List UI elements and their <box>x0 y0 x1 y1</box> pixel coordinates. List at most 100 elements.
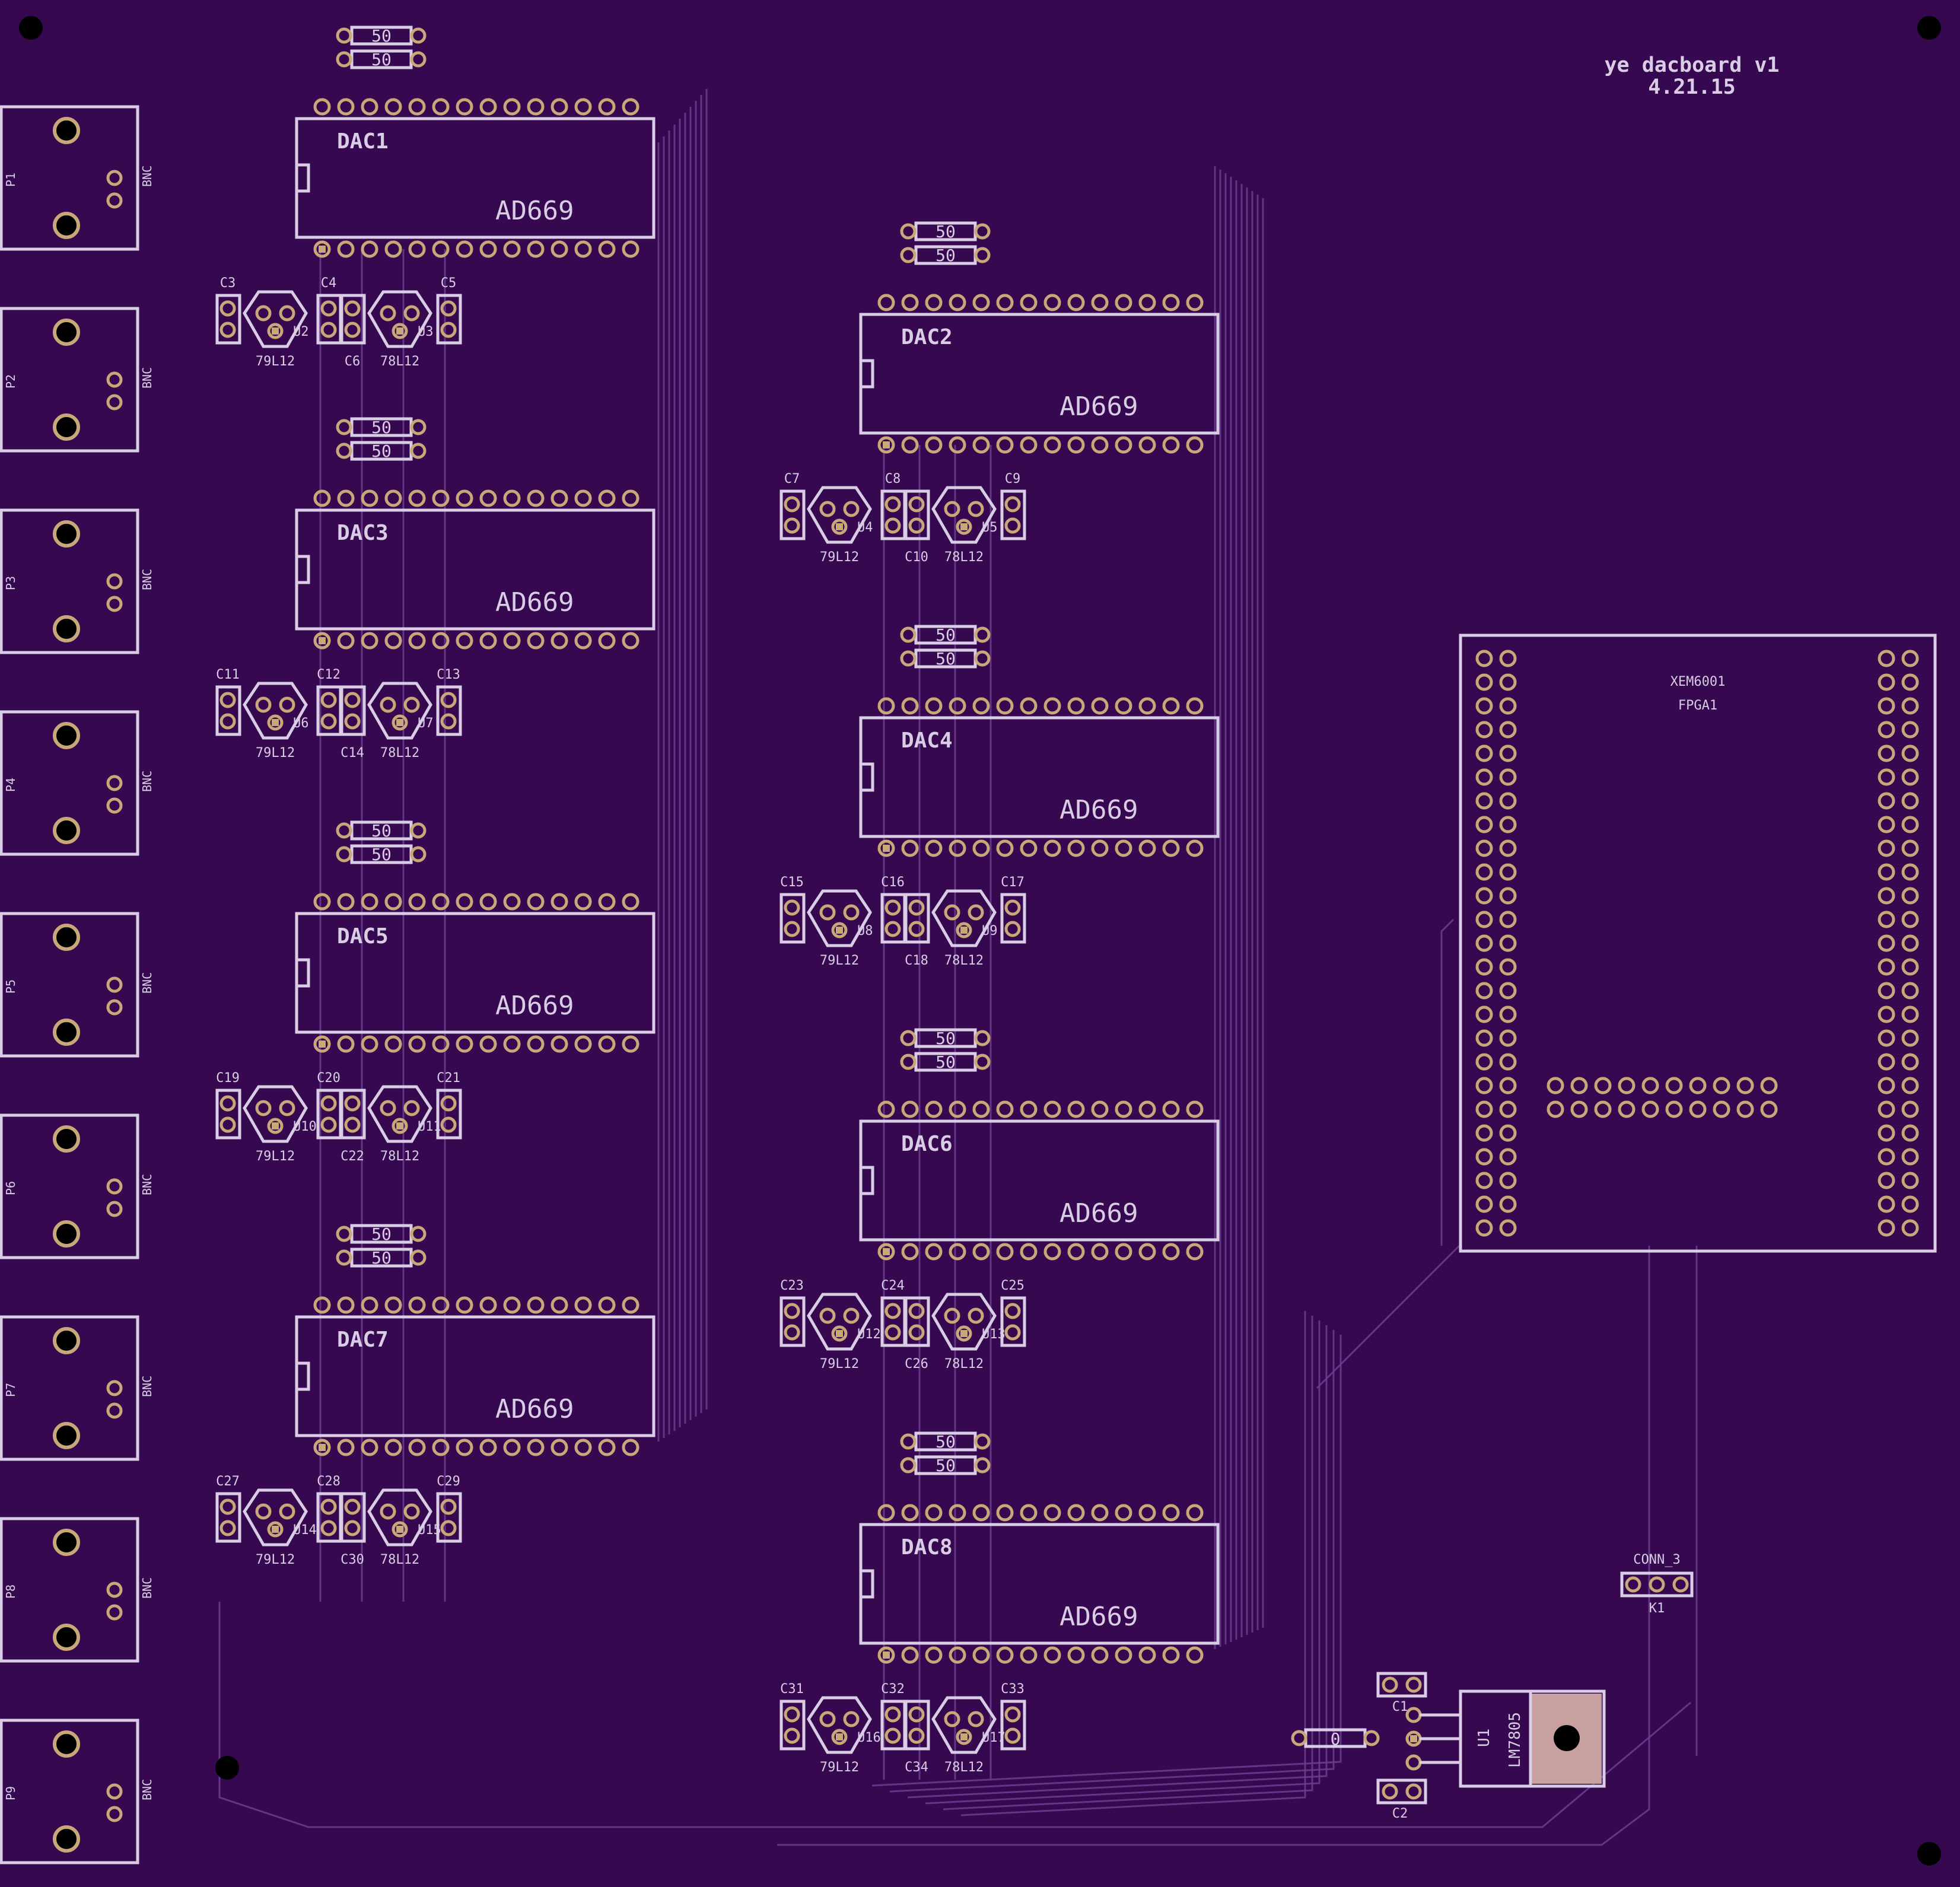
dac-part-label: AD669 <box>495 991 574 1021</box>
resistor-value: 0 <box>1331 1729 1341 1749</box>
capacitor-ref: C15 <box>780 875 804 890</box>
pad-ring <box>320 692 337 708</box>
pad-ring <box>843 904 860 921</box>
pad-ring <box>598 98 616 116</box>
pad-ring <box>1901 1005 1919 1023</box>
dac-ic-outline <box>295 508 656 631</box>
pad-ring <box>1641 1077 1659 1094</box>
pad-ring <box>1547 1077 1564 1094</box>
pad-ring <box>1901 1148 1919 1166</box>
bnc-ref-label: P1 <box>4 173 18 187</box>
resistor-value: 50 <box>936 222 956 241</box>
pad-square <box>319 1040 326 1048</box>
capacitor-outline <box>779 1700 806 1751</box>
pad-ring <box>1689 1077 1707 1094</box>
regulator-outline <box>367 682 432 740</box>
pad-ring <box>106 192 123 209</box>
capacitor-ref: C23 <box>780 1278 804 1293</box>
pad-ring <box>1878 744 1895 762</box>
pad-ring <box>1878 697 1895 715</box>
bnc-hole <box>53 1825 80 1853</box>
pad-ring <box>267 323 284 339</box>
pad-ring <box>622 489 639 507</box>
bnc-hole <box>53 1327 80 1354</box>
pad-ring <box>925 697 943 715</box>
capacitor-ref: C29 <box>437 1474 460 1489</box>
pad-square <box>396 1122 403 1129</box>
pad-ring <box>1878 650 1895 667</box>
pad-ring <box>574 98 592 116</box>
pad-square <box>272 719 279 726</box>
pad-ring <box>1186 294 1204 311</box>
capacitor-outline <box>1000 1700 1026 1751</box>
pad-ring <box>956 922 972 938</box>
regulator-value: 78L12 <box>380 1149 419 1164</box>
pad-ring <box>1186 1100 1204 1118</box>
pad-ring <box>1475 958 1493 976</box>
dac-ref-label: DAC3 <box>337 521 389 545</box>
pad-ring <box>313 98 331 116</box>
pad-ring <box>320 1520 337 1536</box>
pad-ring <box>106 797 123 814</box>
capacitor-outline <box>436 685 462 736</box>
capacitor-outline <box>779 893 806 944</box>
pad-ring <box>877 1646 895 1664</box>
pad-ring <box>908 921 925 937</box>
capacitor-outline <box>340 1492 366 1543</box>
dac-ref-label: DAC8 <box>901 1535 953 1560</box>
pad-ring <box>344 1116 361 1133</box>
pad-ring <box>1043 1504 1061 1522</box>
capacitor-ref: C11 <box>216 667 240 682</box>
pad-ring <box>949 697 966 715</box>
pad-ring <box>1020 1100 1038 1118</box>
bnc-hole <box>53 520 80 548</box>
pad-ring <box>925 1504 943 1522</box>
pad-ring <box>1901 768 1919 786</box>
pad-ring <box>1475 697 1493 715</box>
pad-ring <box>877 1243 895 1261</box>
bnc-outline <box>0 912 139 1058</box>
bnc-hole <box>53 413 80 441</box>
pad-ring <box>1162 1504 1180 1522</box>
capacitor-ref: C27 <box>216 1474 240 1489</box>
pad-ring <box>1004 1303 1021 1319</box>
conn-name-label: CONN_3 <box>1633 1552 1680 1567</box>
pad-ring <box>1138 294 1156 311</box>
capacitor-ref: C26 <box>905 1357 928 1372</box>
pad-ring <box>831 1729 848 1745</box>
pad-ring <box>384 632 402 650</box>
bnc-outline <box>0 1113 139 1259</box>
pad-ring <box>106 1178 123 1195</box>
pad-ring <box>106 596 123 612</box>
pad-ring <box>320 1116 337 1133</box>
pad-ring <box>598 240 616 258</box>
capacitor-ref: C31 <box>780 1682 804 1697</box>
pad-ring <box>440 300 457 317</box>
pad-square <box>883 1651 890 1659</box>
lm7805-ref: U1 <box>1475 1729 1493 1747</box>
conn3-header: CONN_3K1 <box>1620 1552 1694 1616</box>
pad-ring <box>1665 1100 1683 1118</box>
regulator-value: 79L12 <box>820 550 859 565</box>
pad-ring <box>1901 1195 1919 1213</box>
pad-ring <box>908 496 925 513</box>
pad-ring <box>996 294 1014 311</box>
bnc-hole <box>53 924 80 951</box>
capacitor-ref: C7 <box>784 472 800 486</box>
pad-ring <box>996 839 1014 857</box>
capacitor-outline <box>904 489 930 540</box>
pad-ring <box>551 893 568 911</box>
ic-notch <box>861 359 874 389</box>
pad-ring <box>527 1296 545 1314</box>
pad-ring <box>925 1243 943 1261</box>
pad-ring <box>1405 1783 1422 1800</box>
pad-ring <box>1162 697 1180 715</box>
pad-ring <box>1475 887 1493 905</box>
regulator-outline <box>931 889 997 947</box>
capacitor-ref: C14 <box>341 746 364 760</box>
trace <box>907 1325 1328 1799</box>
bnc-ref-label: P2 <box>4 374 18 389</box>
pad-ring <box>1618 1100 1636 1118</box>
